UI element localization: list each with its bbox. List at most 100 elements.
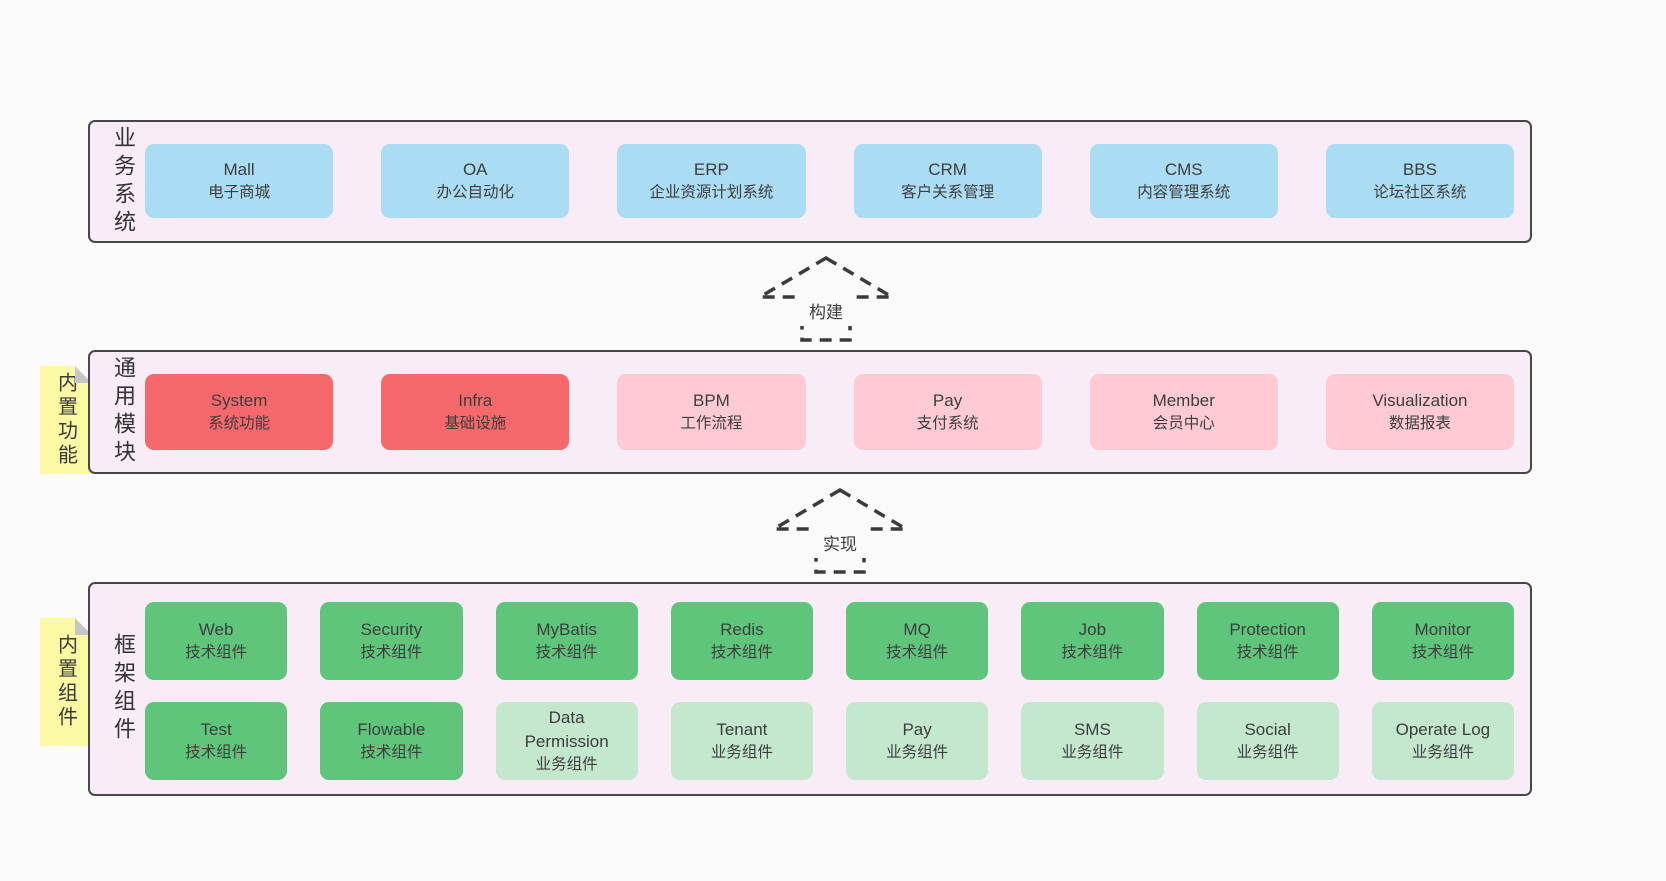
box-title: Pay: [932, 390, 963, 410]
box-oa: OA 办公自动化: [381, 144, 570, 218]
box-subtitle: 技术组件: [1061, 644, 1124, 662]
box-title: Web: [198, 619, 234, 639]
box-title: SMS: [1073, 719, 1111, 739]
box-title: Pay: [902, 719, 932, 739]
box-test: Test 技术组件: [145, 702, 288, 780]
box-title: Operate Log: [1395, 719, 1491, 739]
box-title: MQ: [903, 619, 931, 639]
box-title: ERP: [693, 159, 729, 179]
framework-components-row-2: Test 技术组件 Flowable 技术组件 Data Permission …: [145, 702, 1514, 780]
band-label-business-systems: 业务系统: [111, 125, 136, 238]
box-title: Social: [1244, 719, 1291, 739]
box-mall: Mall 电子商城: [145, 144, 334, 218]
box-bpm: BPM 工作流程: [617, 374, 806, 450]
sticky-note-builtin-features: 内置功能: [40, 366, 92, 474]
arrow-outline: [770, 487, 910, 574]
box-subtitle: 技术组件: [185, 644, 248, 662]
sticky-note-label: 内置组件: [54, 634, 77, 730]
box-subtitle: 技术组件: [886, 644, 949, 662]
box-title: System: [210, 390, 268, 410]
box-system: System 系统功能: [145, 374, 334, 450]
box-subtitle: 会员中心: [1152, 415, 1215, 433]
box-redis: Redis 技术组件: [670, 602, 813, 680]
arrow-label-backdrop: [798, 296, 854, 326]
box-data-permission: Data Permission 业务组件: [495, 702, 638, 780]
box-flowable: Flowable 技术组件: [320, 702, 463, 780]
box-title: Infra: [458, 390, 493, 410]
box-visualization: Visualization 数据报表: [1325, 374, 1514, 450]
box-subtitle: 业务组件: [1411, 744, 1474, 762]
box-title: BBS: [1402, 159, 1437, 179]
box-subtitle: 企业资源计划系统: [649, 184, 774, 202]
box-member: Member 会员中心: [1089, 374, 1278, 450]
box-subtitle: 内容管理系统: [1137, 184, 1231, 202]
box-subtitle: 支付系统: [916, 415, 979, 433]
arrow-label-backdrop: [812, 528, 868, 558]
box-subtitle: 论坛社区系统: [1373, 184, 1467, 202]
box-title: CRM: [928, 159, 967, 179]
box-subtitle: 技术组件: [185, 744, 248, 762]
box-title: Tenant: [716, 719, 768, 739]
box-title: Data Permission: [524, 707, 609, 751]
box-job: Job 技术组件: [1021, 602, 1164, 680]
box-subtitle: 技术组件: [1411, 644, 1474, 662]
box-pay: Pay 支付系统: [853, 374, 1042, 450]
box-title: Monitor: [1414, 619, 1472, 639]
box-subtitle: 电子商城: [208, 184, 271, 202]
band-label-common-modules: 通用模块: [111, 356, 136, 468]
box-mybatis: MyBatis 技术组件: [495, 602, 638, 680]
box-social: Social 业务组件: [1196, 702, 1339, 780]
arrow-label: 构建: [809, 303, 843, 322]
box-subtitle: 系统功能: [208, 415, 271, 433]
box-subtitle: 技术组件: [360, 744, 423, 762]
box-subtitle: 业务组件: [710, 744, 773, 762]
box-security: Security 技术组件: [320, 602, 463, 680]
box-subtitle: 工作流程: [680, 415, 743, 433]
box-title: MyBatis: [536, 619, 597, 639]
box-title: OA: [462, 159, 488, 179]
box-title: Protection: [1229, 619, 1306, 639]
framework-components-row-1: Web 技术组件 Security 技术组件 MyBatis 技术组件 Redi…: [145, 602, 1514, 680]
box-title: Visualization: [1372, 390, 1468, 410]
business-systems-box-row: Mall 电子商城 OA 办公自动化 ERP 企业资源计划系统 CRM 客户关系…: [145, 144, 1514, 218]
sticky-note-builtin-components: 内置组件: [40, 618, 92, 746]
box-operate-log: Operate Log 业务组件: [1371, 702, 1514, 780]
common-modules-box-row: System 系统功能 Infra 基础设施 BPM 工作流程 Pay 支付系统…: [145, 374, 1514, 450]
box-pay-business: Pay 业务组件: [846, 702, 989, 780]
box-title: Job: [1078, 619, 1107, 639]
box-subtitle: 技术组件: [360, 644, 423, 662]
box-title: Flowable: [357, 719, 426, 739]
band-business-systems: 业务系统 Mall 电子商城 OA 办公自动化 ERP 企业资源计划系统 CRM…: [88, 120, 1532, 243]
box-subtitle: 基础设施: [444, 415, 507, 433]
band-label-framework-components: 框架组件: [111, 633, 136, 745]
box-cms: CMS 内容管理系统: [1089, 144, 1278, 218]
box-protection: Protection 技术组件: [1196, 602, 1339, 680]
implement-arrow-up-icon: 实现: [770, 487, 910, 574]
box-subtitle: 办公自动化: [436, 184, 514, 202]
box-subtitle: 业务组件: [1061, 744, 1124, 762]
box-title: Mall: [223, 159, 255, 179]
box-subtitle: 业务组件: [535, 756, 598, 774]
box-title: Member: [1152, 390, 1215, 410]
box-title: Redis: [720, 619, 764, 639]
box-subtitle: 技术组件: [1236, 644, 1299, 662]
box-subtitle: 客户关系管理: [901, 184, 995, 202]
box-erp: ERP 企业资源计划系统: [617, 144, 806, 218]
arrow-outline: [756, 255, 896, 342]
box-title: Security: [360, 619, 423, 639]
build-arrow-up-icon: 构建: [756, 255, 896, 342]
box-infra: Infra 基础设施: [381, 374, 570, 450]
box-mq: MQ 技术组件: [846, 602, 989, 680]
band-common-modules: 通用模块 System 系统功能 Infra 基础设施 BPM 工作流程 Pay…: [88, 350, 1532, 474]
box-subtitle: 业务组件: [1236, 744, 1299, 762]
box-title: CMS: [1164, 159, 1203, 179]
arrow-label: 实现: [823, 535, 857, 554]
box-title: BPM: [692, 390, 730, 410]
box-title: Test: [200, 719, 232, 739]
box-bbs: BBS 论坛社区系统: [1325, 144, 1514, 218]
sticky-note-label: 内置功能: [54, 372, 77, 468]
box-subtitle: 数据报表: [1388, 415, 1451, 433]
box-subtitle: 技术组件: [535, 644, 598, 662]
box-sms: SMS 业务组件: [1021, 702, 1164, 780]
box-crm: CRM 客户关系管理: [853, 144, 1042, 218]
